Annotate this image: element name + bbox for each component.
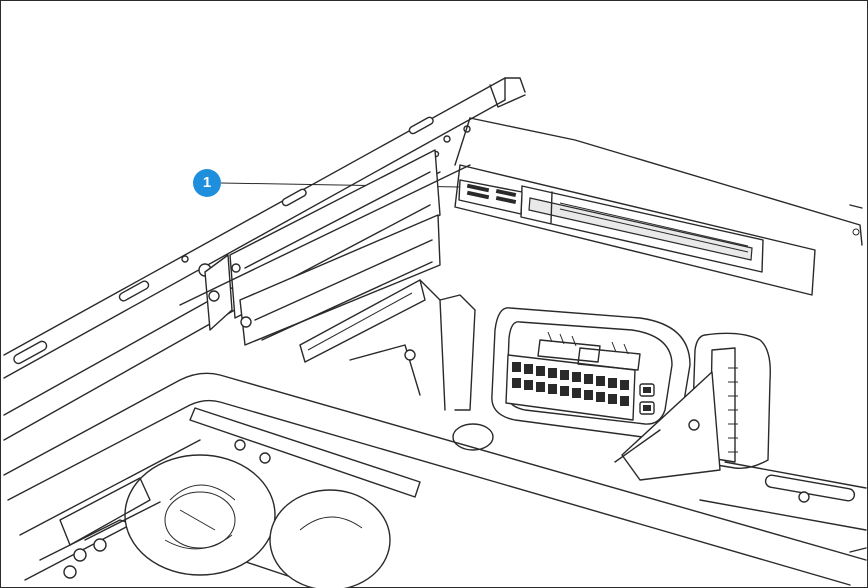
riser-connector: [458, 179, 523, 215]
riser-bracket: [454, 117, 863, 296]
right-rail: [699, 461, 867, 553]
expansion-slot-covers: [204, 149, 441, 363]
cooling-fans: [59, 439, 391, 588]
card-cage: [179, 164, 476, 411]
power-connector-window: [491, 307, 691, 439]
callout-marker-1: 1: [193, 169, 221, 197]
floor-hole: [452, 423, 494, 451]
side-connector-window: [614, 332, 771, 481]
